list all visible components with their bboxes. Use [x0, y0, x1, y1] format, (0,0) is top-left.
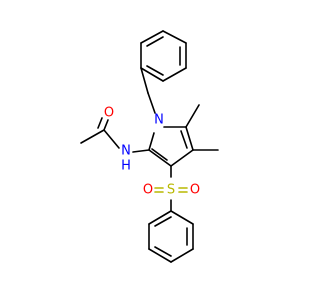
benzyl-phenyl-ring [140, 30, 187, 82]
amide-nitrogen-label: N [121, 144, 131, 159]
bond [140, 67, 149, 94]
aromatic-inner-bond [151, 148, 168, 161]
aromatic-inner-bond [154, 216, 172, 227]
pyrrole-ring [148, 126, 194, 167]
aromatic-inner-bond [180, 130, 188, 149]
bond [185, 126, 194, 151]
aromatic-inner-bond [146, 65, 164, 76]
pyrrole-nitrogen-label: N [154, 113, 164, 128]
carbonyl-bond [103, 119, 109, 131]
bond [147, 92, 156, 114]
bond [103, 129, 120, 149]
phenylsulfonyl-ring [148, 210, 194, 263]
bond [162, 30, 187, 44]
bond [170, 248, 194, 263]
bond [132, 149, 150, 153]
bond [140, 30, 164, 44]
bond [140, 67, 164, 82]
oxygen-atom-label: O [104, 106, 114, 121]
sulfonyl-oxygen-left-label: O [143, 183, 153, 198]
aromatic-inner-bond [154, 246, 172, 257]
bond [162, 67, 187, 82]
methyl-bond [185, 104, 200, 128]
sulfur-atom-label: S [167, 183, 175, 198]
molecule-structure: O N H N S O O [80, 30, 219, 263]
bond [170, 149, 194, 167]
bond [148, 149, 172, 167]
aromatic-inner-bond [146, 36, 164, 47]
amide-hydrogen-label: H [121, 159, 131, 174]
bond [148, 248, 172, 263]
sulfonyl-oxygen-right-label: O [190, 183, 200, 198]
carbonyl-bond [97, 117, 103, 129]
bond [148, 210, 172, 225]
methyl-bond [80, 129, 105, 144]
bond [170, 210, 194, 225]
bond [148, 132, 155, 151]
